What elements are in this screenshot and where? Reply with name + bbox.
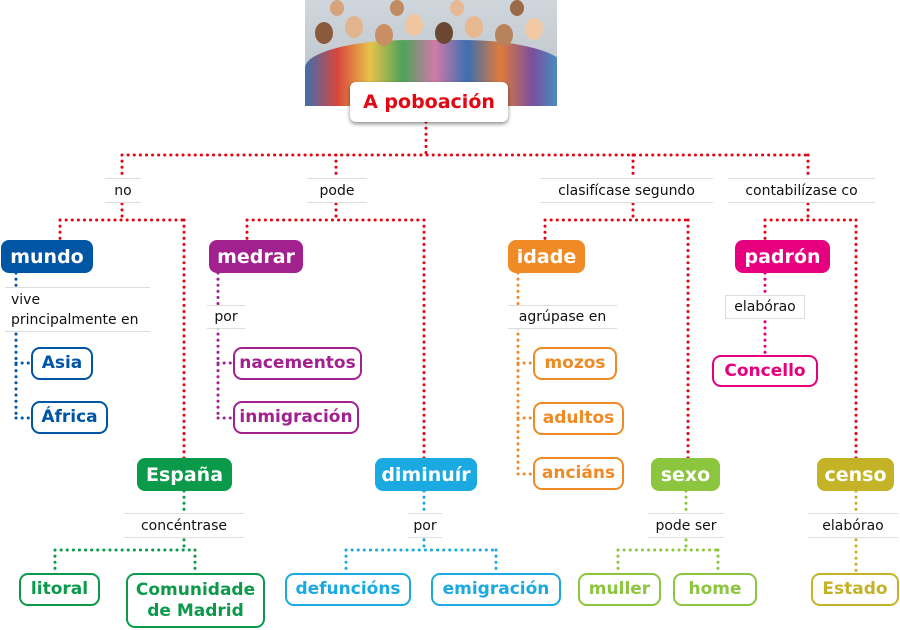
node-padron: padrón [735,240,830,273]
node-inmigracion: inmigración [233,401,359,434]
node-ancians: anciáns [533,457,624,490]
node-emigracion: emigración [431,573,561,606]
node-nacementos: nacementos [233,347,362,380]
link-label-elaborao: elabórao [725,295,805,319]
node-espana: España [137,458,232,491]
node-estado: Estado [811,573,899,606]
node-medrar: medrar [209,240,303,273]
node-sexo: sexo [651,458,720,491]
link-label-por: por [207,305,245,329]
node-adultos: adultos [533,402,624,435]
link-label-elaborao-2: elabórao [808,513,898,538]
link-label-no: no [105,178,141,203]
node-mundo: mundo [1,240,93,273]
link-label-vive: vive principalmente en [5,287,150,332]
node-asia: Asia [31,347,93,380]
link-label-agrupase: agrúpase en [508,305,617,329]
link-label-clasificase: clasifícase segundo [540,178,713,203]
link-label-concentrase: concéntrase [124,513,244,538]
node-censo: censo [817,458,894,491]
node-concello: Concello [712,355,818,387]
link-label-pode-ser: pode ser [648,513,724,538]
node-home: home [673,573,757,606]
node-defuncions: defuncións [285,573,411,606]
node-litoral: litoral [19,573,100,606]
node-diminuir: diminuír [375,458,477,491]
link-label-por-2: por [408,513,442,538]
node-africa: África [31,401,108,434]
title-node: A poboación [350,82,508,122]
node-idade: idade [508,240,585,273]
link-label-pode: pode [307,178,367,203]
node-mozos: mozos [533,347,617,380]
node-muller: muller [578,573,661,606]
link-label-contabilizase: contabilízase co [728,178,875,203]
node-comunidade-madrid: Comunidade de Madrid [126,573,265,628]
